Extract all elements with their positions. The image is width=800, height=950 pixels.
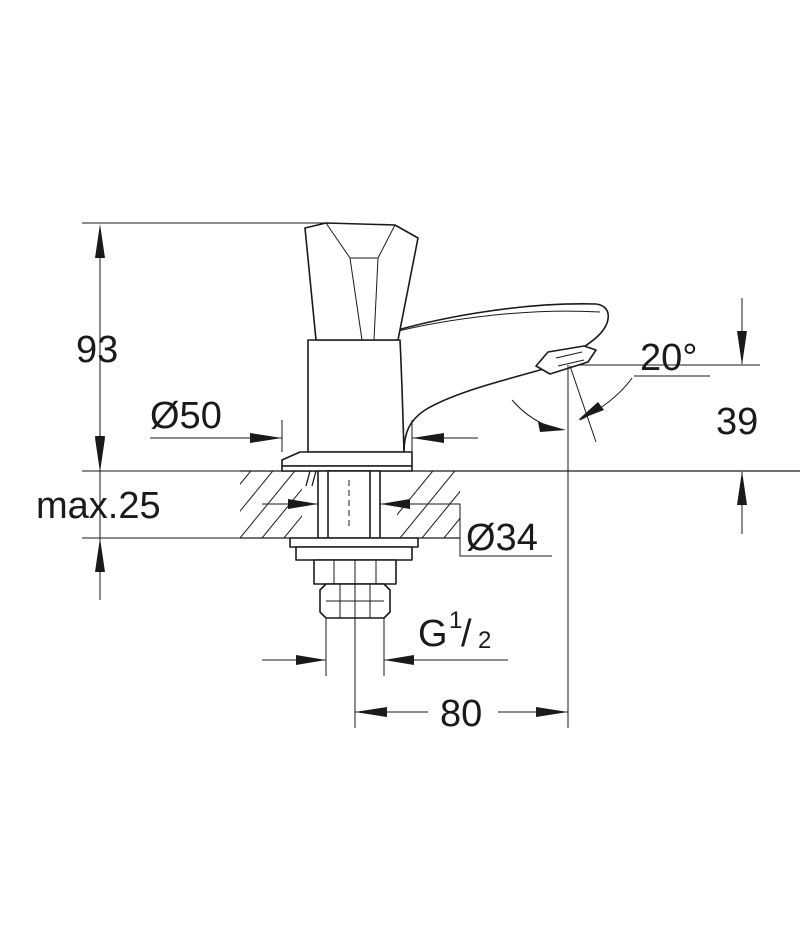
tap-body <box>281 222 610 487</box>
dimension-39: 39 <box>716 401 758 443</box>
dimension-diameter-base: Ø50 <box>150 395 478 452</box>
dimension-34: Ø34 <box>466 517 538 559</box>
tap-handle <box>304 222 419 341</box>
dimension-20-degrees: 20° <box>640 337 697 379</box>
dimension-diameter-shank: Ø34 <box>262 499 552 559</box>
dimension-93: 93 <box>76 329 118 371</box>
dimension-max-25: max.25 <box>36 485 161 527</box>
tap-column <box>307 339 405 453</box>
dimension-angle: 20° <box>511 337 710 443</box>
dimension-deck-thickness: max.25 <box>36 420 240 600</box>
base-flange <box>281 451 413 467</box>
dimension-thread-slash: / <box>461 613 472 655</box>
washer <box>289 537 419 548</box>
mounting-shank <box>289 470 419 619</box>
dimension-50: Ø50 <box>150 395 222 437</box>
dimension-thread-denominator: 2 <box>478 627 491 654</box>
dimension-thread-g: G <box>418 613 448 655</box>
dimension-spout-height: 39 <box>578 298 760 534</box>
dimension-thread-numerator: 1 <box>449 607 462 634</box>
dimension-80: 80 <box>440 693 482 735</box>
dimension-projection: 80 <box>354 365 569 735</box>
dimension-thread: G 1 / 2 <box>262 607 508 676</box>
aerator <box>535 345 597 375</box>
